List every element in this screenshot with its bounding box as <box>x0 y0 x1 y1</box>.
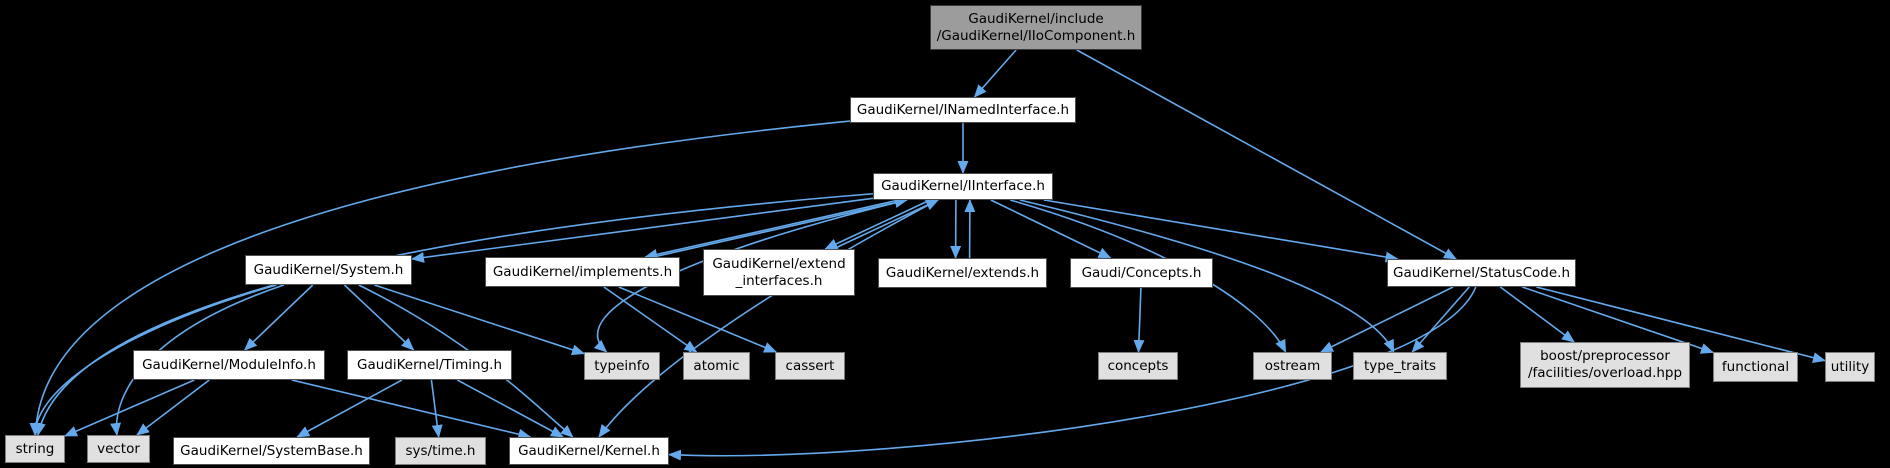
graph-node-boostoverload: boost/preprocessor/facilities/overload.h… <box>1520 342 1690 388</box>
graph-node-label: GaudiKernel/include <box>968 10 1104 27</box>
graph-node-label: cassert <box>785 357 835 374</box>
include-edge-statuscode-to-boostoverload <box>1499 286 1575 343</box>
graph-node-iiocomponent: GaudiKernel/include/GaudiKernel/IIoCompo… <box>930 5 1142 50</box>
graph-node-iinterface[interactable]: GaudiKernel/IInterface.h <box>873 173 1053 200</box>
graph-node-functional: functional <box>1713 352 1798 382</box>
graph-node-vector: vector <box>87 435 150 463</box>
graph-node-label: Gaudi/Concepts.h <box>1081 264 1202 281</box>
graph-node-label: GaudiKernel/extends.h <box>885 264 1040 281</box>
graph-node-label: GaudiKernel/extend <box>712 255 846 272</box>
graph-node-label: ostream <box>1264 357 1321 374</box>
include-edge-statuscode-to-kernel <box>668 286 1477 461</box>
graph-node-timing[interactable]: GaudiKernel/Timing.h <box>347 350 512 380</box>
include-edge-system-to-timing <box>343 284 415 351</box>
graph-node-label: GaudiKernel/Timing.h <box>356 356 503 373</box>
graph-node-statuscode[interactable]: GaudiKernel/StatusCode.h <box>1387 259 1576 287</box>
include-edge-system-to-typeinfo <box>374 284 585 356</box>
include-edge-iinterface-to-implements <box>644 199 900 260</box>
graph-node-extendinterfaces[interactable]: GaudiKernel/extend_interfaces.h <box>703 249 855 296</box>
graph-node-label: GaudiKernel/INamedInterface.h <box>856 101 1070 118</box>
graph-node-label: typeinfo <box>594 357 650 374</box>
graph-node-label: GaudiKernel/SystemBase.h <box>180 442 363 459</box>
include-edge-timing-to-systembase <box>296 379 403 438</box>
include-edge-implements-to-atomic <box>603 286 698 353</box>
graph-node-cassert: cassert <box>775 352 845 380</box>
graph-node-type_traits: type_traits <box>1353 352 1447 380</box>
include-edge-timing-to-systime <box>430 379 443 438</box>
include-edge-moduleinfo-to-vector <box>136 379 210 436</box>
include-edge-extendinterfaces-to-iinterface <box>832 199 940 250</box>
include-edge-statuscode-to-functional <box>1522 286 1714 354</box>
include-edge-iinterface-to-system <box>411 197 874 263</box>
include-edge-iinterface-to-extendinterfaces <box>824 199 931 250</box>
graph-node-label: vector <box>97 440 140 457</box>
graph-node-atomic: atomic <box>683 352 750 380</box>
graph-node-label: /facilities/overload.hpp <box>1527 365 1683 381</box>
graph-node-label: GaudiKernel/Kernel.h <box>518 442 660 459</box>
include-edge-timing-to-kernel <box>456 379 564 438</box>
include-edge-statuscode-to-type_traits <box>1411 286 1470 353</box>
include-edge-inamedinterface-to-string <box>30 120 851 436</box>
graph-node-label: GaudiKernel/ModuleInfo.h <box>142 356 316 373</box>
include-edge-iinterface-to-gaudiconcepts <box>990 199 1112 259</box>
include-edge-moduleinfo-to-string <box>64 379 195 437</box>
graph-node-label: string <box>15 440 55 457</box>
graph-node-label: sys/time.h <box>405 442 476 459</box>
graph-node-systime: sys/time.h <box>395 437 486 465</box>
graph-node-label: atomic <box>693 357 740 374</box>
graph-node-label: /GaudiKernel/IIoComponent.h <box>936 27 1136 44</box>
graph-node-label: GaudiKernel/System.h <box>253 261 404 278</box>
include-edge-statuscode-to-ostream <box>1320 286 1454 353</box>
graph-node-extends[interactable]: GaudiKernel/extends.h <box>878 258 1047 288</box>
graph-node-system[interactable]: GaudiKernel/System.h <box>245 255 412 285</box>
graph-node-ostream: ostream <box>1253 352 1332 380</box>
include-edge-implements-to-iinterface <box>653 197 908 258</box>
graph-node-gaudiconcepts[interactable]: Gaudi/Concepts.h <box>1070 258 1213 288</box>
include-edge-system-to-moduleinfo <box>243 284 314 351</box>
graph-node-label: boost/preprocessor <box>1540 348 1670 365</box>
graph-node-typeinfo: typeinfo <box>584 352 660 380</box>
graph-node-kernel[interactable]: GaudiKernel/Kernel.h <box>509 437 669 465</box>
graph-node-concepts: concepts <box>1098 352 1178 380</box>
graph-node-label: functional <box>1721 358 1790 375</box>
include-edge-iinterface-to-statuscode <box>1043 199 1399 263</box>
graph-node-systembase[interactable]: GaudiKernel/SystemBase.h <box>173 437 370 465</box>
include-edge-iiocomponent-to-inamedinterface <box>973 49 1017 98</box>
include-edge-iinterface-to-type_traits <box>1019 199 1395 353</box>
include-edge-system-to-string <box>29 284 277 436</box>
graph-node-label: GaudiKernel/StatusCode.h <box>1393 264 1570 281</box>
graph-node-moduleinfo[interactable]: GaudiKernel/ModuleInfo.h <box>133 350 325 380</box>
graph-node-label: _interfaces.h <box>735 272 823 289</box>
include-edge-statuscode-to-utility <box>1536 286 1826 363</box>
graph-node-label: concepts <box>1107 357 1169 374</box>
include-edge-gaudiconcepts-to-concepts <box>1133 287 1145 353</box>
graph-node-label: utility <box>1830 358 1870 375</box>
include-edge-moduleinfo-to-kernel <box>291 379 532 440</box>
include-edge-implements-to-cassert <box>618 286 778 353</box>
graph-node-utility: utility <box>1825 352 1875 382</box>
graph-node-label: type_traits <box>1363 357 1437 374</box>
graph-node-implements[interactable]: GaudiKernel/implements.h <box>485 257 680 287</box>
graph-node-inamedinterface[interactable]: GaudiKernel/INamedInterface.h <box>850 97 1076 123</box>
graph-node-string: string <box>5 435 65 463</box>
include-edge-iiocomponent-to-statuscode <box>1076 49 1457 260</box>
graph-node-label: GaudiKernel/implements.h <box>492 263 673 280</box>
include-edge-iinterface-to-string <box>35 192 874 436</box>
include-edge-iinterface-to-kernel <box>598 199 939 438</box>
graph-node-label: GaudiKernel/IInterface.h <box>881 178 1045 195</box>
